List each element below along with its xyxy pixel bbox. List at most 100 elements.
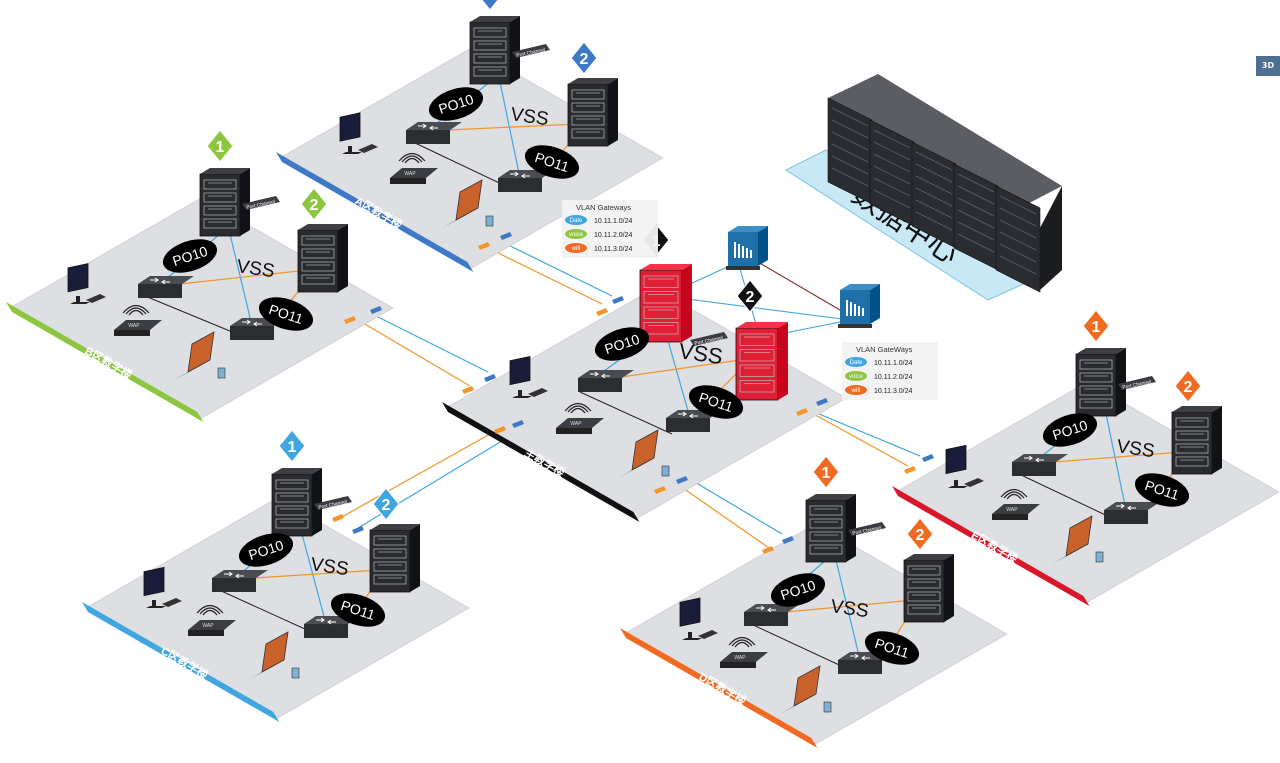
building-e-core-switch-2-slot xyxy=(1175,456,1209,467)
datacenter-rack-slot xyxy=(999,231,1037,251)
building-b-core-switch-2-slot xyxy=(301,235,335,246)
vlan-row-name: wifi xyxy=(571,246,581,252)
core-wap: WAP xyxy=(556,402,604,434)
building-c-access-switch-2-front xyxy=(304,624,348,638)
link-blue xyxy=(229,233,253,327)
building-e-core-switch-2-slot xyxy=(1175,417,1209,428)
building-d-pc-screen xyxy=(679,597,701,627)
building-c-label-bar xyxy=(82,602,280,722)
building-e-wap-front xyxy=(992,514,1028,520)
uplink-blue xyxy=(799,405,921,457)
port-tag xyxy=(676,476,688,484)
building-b-core-switch-1-top xyxy=(200,168,250,174)
core-firewall-link xyxy=(663,295,851,321)
link-orange xyxy=(447,123,579,131)
core-pc-base xyxy=(512,396,532,398)
vlan-row-wifi-pill xyxy=(565,243,587,253)
building-a-wap-front xyxy=(390,178,426,184)
building-c-pc-screen xyxy=(143,566,165,597)
building-a-po11-shape xyxy=(524,145,580,179)
building-e-badge-2: 2 xyxy=(1174,369,1202,403)
firewall-1-top xyxy=(728,226,768,232)
link-orange xyxy=(785,599,915,613)
building-e-wap-wifi-arc xyxy=(1000,488,1028,498)
link-black xyxy=(750,623,851,671)
building-c-po10-shape xyxy=(238,533,294,567)
building-e-laptop-tablet xyxy=(1095,551,1104,563)
core-label-bar xyxy=(442,402,640,522)
building-a-core-switch-1 xyxy=(469,16,520,85)
datacenter-rack-slot xyxy=(957,173,995,193)
building-b-core-switch-2-top xyxy=(298,224,348,230)
building-c-access-switch-1-arrows xyxy=(224,571,244,579)
building-b-core-switch-1-front xyxy=(199,173,241,237)
building-a-core-switch-2-slot xyxy=(571,115,605,126)
core-laptop-base xyxy=(618,458,654,478)
building-d-pc-phone xyxy=(698,630,718,639)
building-c-laptop-tablet xyxy=(291,667,300,679)
building-a-vss-label: VSS xyxy=(509,104,550,130)
building-b-core-switch-2-side xyxy=(338,224,348,292)
building-d-access-switch-1-front xyxy=(744,612,788,626)
datacenter-rack-slot xyxy=(957,233,995,253)
uplink-orange xyxy=(679,485,773,551)
core-switch-1-slot xyxy=(643,322,679,335)
link-orange xyxy=(253,569,381,579)
datacenter-rack-slot xyxy=(999,243,1037,263)
datacenter-rack-slot xyxy=(915,163,953,183)
port-tag xyxy=(782,536,794,544)
core-wap-top xyxy=(556,418,604,428)
core-wap-wifi-arc xyxy=(567,405,589,413)
core-port-channel-shape xyxy=(690,332,728,346)
building-a-core-switch-1-slot xyxy=(473,66,507,77)
building-c-po10: PO10 xyxy=(238,533,294,567)
building-e-wap-wifi-arc xyxy=(1006,493,1022,500)
link-orange xyxy=(1053,451,1183,463)
uplink-blue xyxy=(367,311,489,373)
building-c-wap-front xyxy=(188,630,224,636)
building-b-laptop-base xyxy=(174,360,210,380)
building-b-badge-1-text: 1 xyxy=(216,139,225,156)
building-e-badge-1-shape xyxy=(1082,309,1110,343)
core-badge-2-text: 2 xyxy=(746,289,755,306)
building-b-core-switch-1-side xyxy=(240,168,250,236)
building-b-access-switch-1-arrows xyxy=(150,277,170,285)
view-3d-button[interactable]: 3D xyxy=(1256,56,1280,76)
datacenter-rack-slot xyxy=(873,165,911,185)
building-d-pc xyxy=(679,597,718,640)
building-c-core-switch-2-slot xyxy=(373,574,407,585)
core-wap-label: WAP xyxy=(570,421,582,427)
building-d-core-switch-1-slot xyxy=(809,518,843,529)
uplink-orange xyxy=(339,423,509,519)
core-switch-2-slot xyxy=(739,380,775,393)
building-d-access-switch-2-arrows xyxy=(850,653,870,661)
building-c-core-switch-2-side xyxy=(410,524,420,592)
firewall-2-logo-bar xyxy=(854,304,856,316)
datacenter-rack-slot xyxy=(831,143,869,163)
building-b-wap-wifi-arc xyxy=(128,309,144,316)
uplink-orange xyxy=(809,411,909,467)
building-a-po10-shape xyxy=(428,87,484,121)
building-c-core-switch-2-slot xyxy=(373,561,407,572)
building-e-access-switch-2-top xyxy=(1104,502,1160,510)
building-a-wap: WAP xyxy=(390,152,438,184)
firewall-2-base xyxy=(838,324,872,328)
building-e-badge-1: 1 xyxy=(1082,309,1110,343)
datacenter-rack-slot xyxy=(999,195,1037,215)
datacenter-rack-slot xyxy=(873,177,911,197)
firewall-1-base xyxy=(726,266,760,270)
building-b-core-switch-2 xyxy=(297,224,348,293)
building-c-pc xyxy=(143,566,182,608)
building-d-port-channel-text: Port Channel xyxy=(852,525,882,537)
datacenter-rack-slot xyxy=(873,129,911,149)
vlan-row-wifi-pill xyxy=(845,385,867,395)
building-e-access-switch-1-arrows xyxy=(1024,455,1044,463)
building-d-wap-front xyxy=(720,662,756,668)
core-switch-1-top xyxy=(640,264,692,270)
building-e-pc-phone xyxy=(964,478,984,487)
port-tag xyxy=(612,296,624,304)
firewall-1-side xyxy=(758,226,768,266)
building-e-port-channel: Port Channel xyxy=(1118,376,1156,391)
building-c-wap: WAP xyxy=(188,604,236,636)
building-c-pc-phone xyxy=(162,598,182,607)
